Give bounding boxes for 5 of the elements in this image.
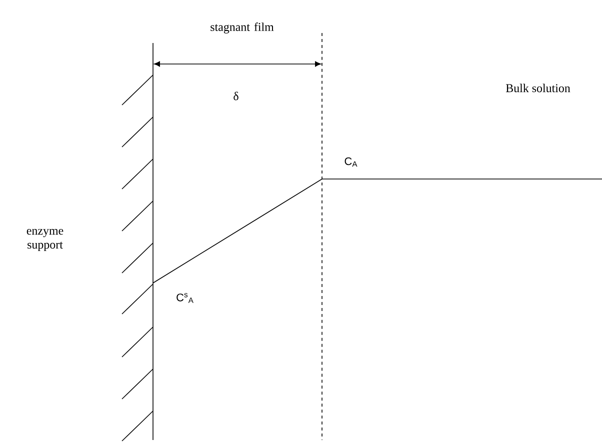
concentration-label: C$_{A}$ (344, 157, 358, 167)
support-label: enzyme support (26, 228, 64, 252)
region-label: Bulk solution (506, 84, 570, 92)
thickness-symbol: δ (234, 92, 238, 100)
film-label: stagnant film (210, 22, 274, 34)
